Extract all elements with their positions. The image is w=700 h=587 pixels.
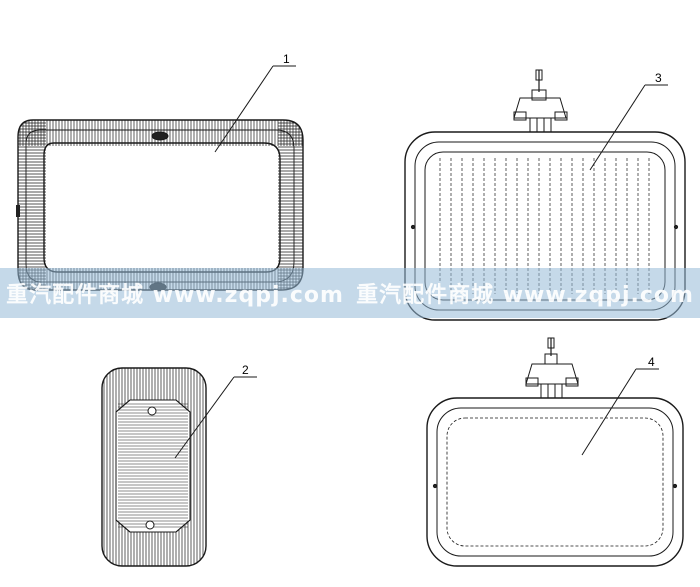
part-label-4: 4 <box>648 355 655 369</box>
part-label-1: 1 <box>283 52 290 66</box>
part-4-lamp-lens <box>426 337 684 567</box>
clip-icon-top <box>151 131 169 141</box>
part-label-3: 3 <box>655 71 662 85</box>
part-label-2: 2 <box>242 363 249 377</box>
clip-icon-bottom <box>149 282 167 292</box>
part-3-lamp-grille <box>404 69 686 321</box>
part-2-pad <box>101 367 257 567</box>
part-1-frame <box>16 65 304 292</box>
